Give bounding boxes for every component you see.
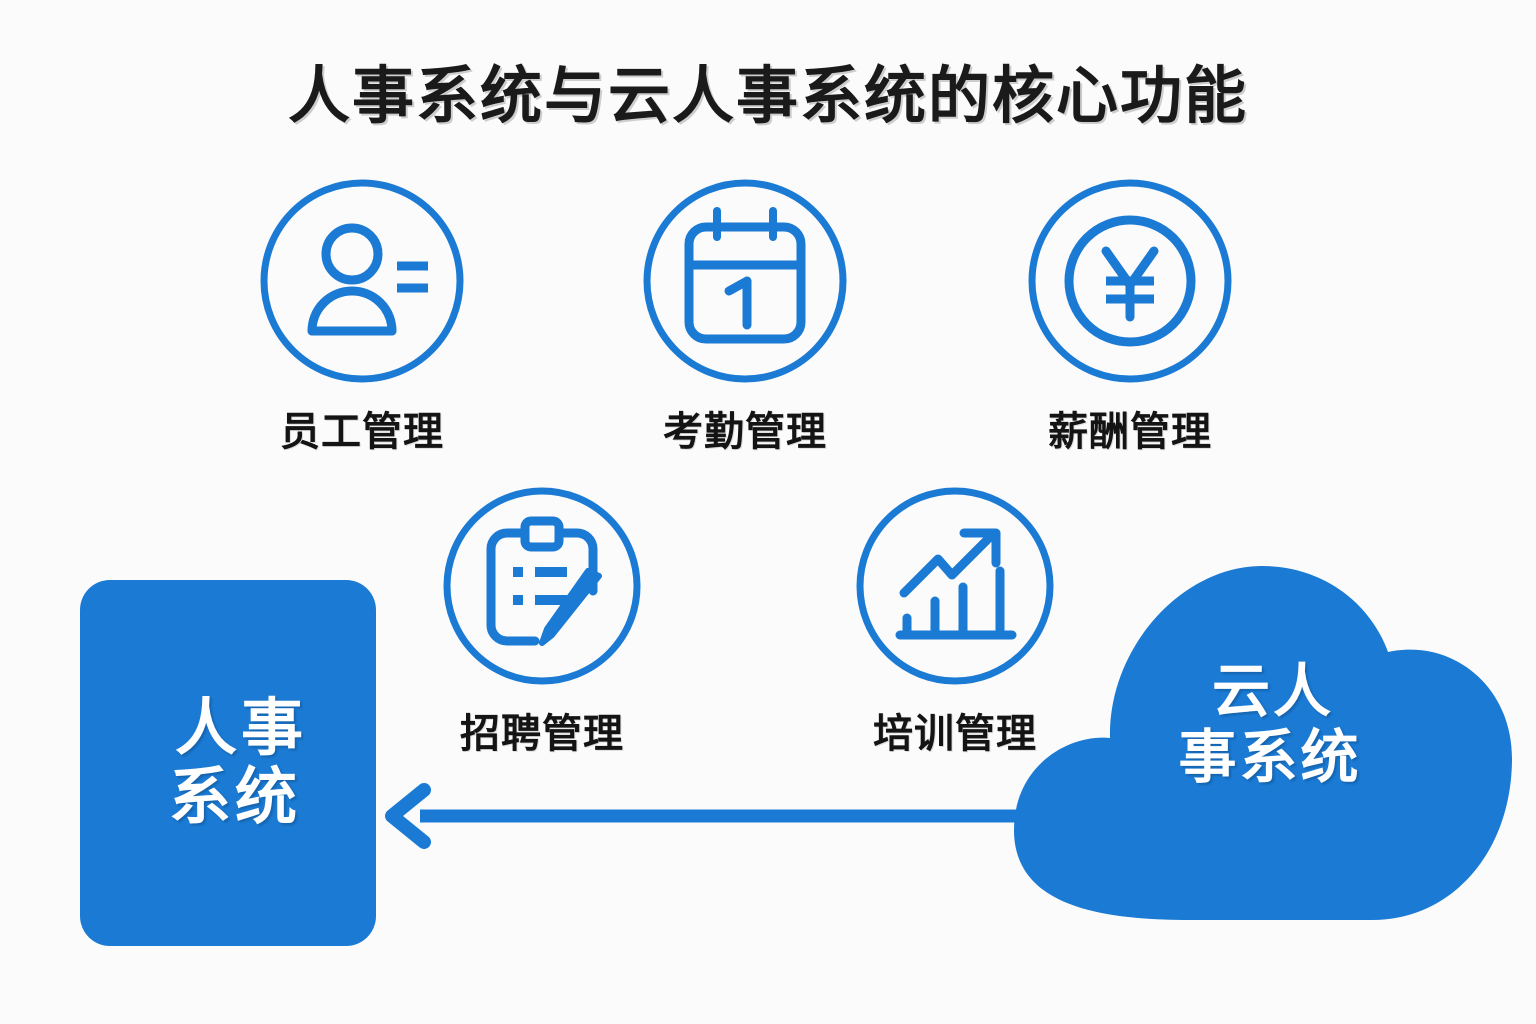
feature-label: 员工管理	[280, 410, 444, 454]
feature-label: 考勤管理	[663, 410, 827, 454]
calendar-icon	[639, 175, 851, 387]
feature-label: 培训管理	[873, 712, 1037, 756]
user-profile-icon	[256, 175, 468, 387]
feature-item-compensation-management[interactable]: 薪酬管理	[1005, 175, 1255, 457]
flow-arrow-left	[378, 778, 1038, 854]
hr-system-box[interactable]: 人事 系统	[80, 580, 376, 946]
feature-label: 招聘管理	[460, 712, 624, 756]
hr-system-line-1: 人事	[174, 693, 307, 763]
feature-label: 薪酬管理	[1048, 410, 1212, 454]
yen-coin-icon	[1024, 175, 1236, 387]
clipboard-pen-icon	[439, 483, 645, 689]
feature-item-employee-management[interactable]: 员工管理	[237, 175, 487, 457]
feature-item-training-management[interactable]: 培训管理	[830, 483, 1080, 759]
cloud-shape-icon	[1014, 566, 1512, 920]
feature-item-recruitment-management[interactable]: 招聘管理	[417, 483, 667, 759]
cloud-hr-system[interactable]: 云人 事系统	[1000, 552, 1536, 932]
feature-item-attendance-management[interactable]: 考勤管理	[620, 175, 870, 457]
growth-chart-icon	[852, 483, 1058, 689]
hr-system-line-2: 系统	[168, 763, 301, 832]
page-title: 人事系统与云人事系统的核心功能	[287, 62, 1248, 131]
